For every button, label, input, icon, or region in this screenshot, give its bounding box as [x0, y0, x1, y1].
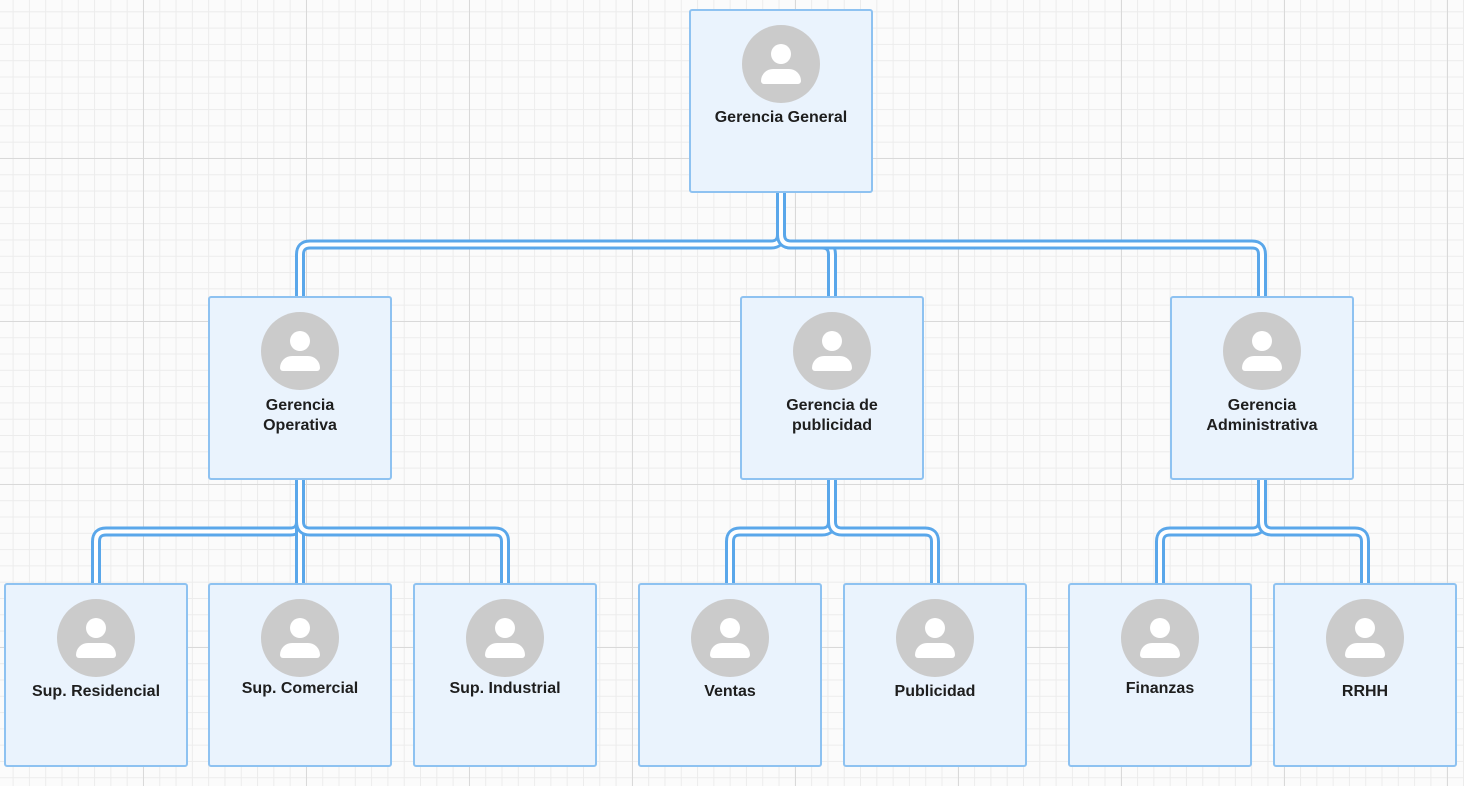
node-sup-comercial[interactable]: Sup. Comercial: [208, 583, 392, 767]
user-avatar-icon: [261, 312, 339, 390]
node-label: Sup. Industrial: [449, 680, 561, 697]
node-rrhh[interactable]: RRHH: [1273, 583, 1457, 767]
user-avatar-icon: [793, 312, 871, 390]
user-avatar-icon: [691, 599, 769, 677]
user-avatar-icon: [1121, 599, 1199, 677]
connector-line-inner: [779, 193, 1264, 296]
node-gerencia-publicidad[interactable]: Gerencia de publicidad: [740, 296, 924, 480]
node-label: Finanzas: [1125, 680, 1195, 697]
connector-line-inner: [298, 193, 783, 296]
node-label: Publicidad: [894, 683, 976, 700]
user-avatar-icon: [57, 599, 135, 677]
node-label: Sup. Residencial: [31, 683, 161, 700]
node-label: Gerencia General: [714, 109, 848, 126]
node-sup-residencial[interactable]: Sup. Residencial: [4, 583, 188, 767]
node-gerencia-operativa[interactable]: Gerencia Operativa: [208, 296, 392, 480]
user-avatar-icon: [1326, 599, 1404, 677]
connector-line-inner: [1260, 480, 1367, 583]
user-avatar-icon: [1223, 312, 1301, 390]
node-label: Gerencia de publicidad: [786, 397, 878, 434]
node-gerencia-general[interactable]: Gerencia General: [689, 9, 873, 193]
user-avatar-icon: [896, 599, 974, 677]
node-ventas[interactable]: Ventas: [638, 583, 822, 767]
node-sup-industrial[interactable]: Sup. Industrial: [413, 583, 597, 767]
node-finanzas[interactable]: Finanzas: [1068, 583, 1252, 767]
connector-line-inner: [728, 480, 834, 583]
user-avatar-icon: [261, 599, 339, 677]
node-publicidad[interactable]: Publicidad: [843, 583, 1027, 767]
node-label: Gerencia Administrativa: [1206, 397, 1318, 434]
connector-line-inner: [298, 480, 507, 583]
node-gerencia-administrativa[interactable]: Gerencia Administrativa: [1170, 296, 1354, 480]
node-label: Ventas: [704, 683, 756, 700]
node-label: RRHH: [1341, 683, 1389, 700]
connector-line-inner: [94, 480, 302, 583]
node-label: Sup. Comercial: [241, 680, 359, 697]
user-avatar-icon: [466, 599, 544, 677]
connector-line-inner: [1158, 480, 1264, 583]
node-label: Gerencia Operativa: [263, 397, 337, 434]
user-avatar-icon: [742, 25, 820, 103]
connector-line-inner: [830, 480, 937, 583]
